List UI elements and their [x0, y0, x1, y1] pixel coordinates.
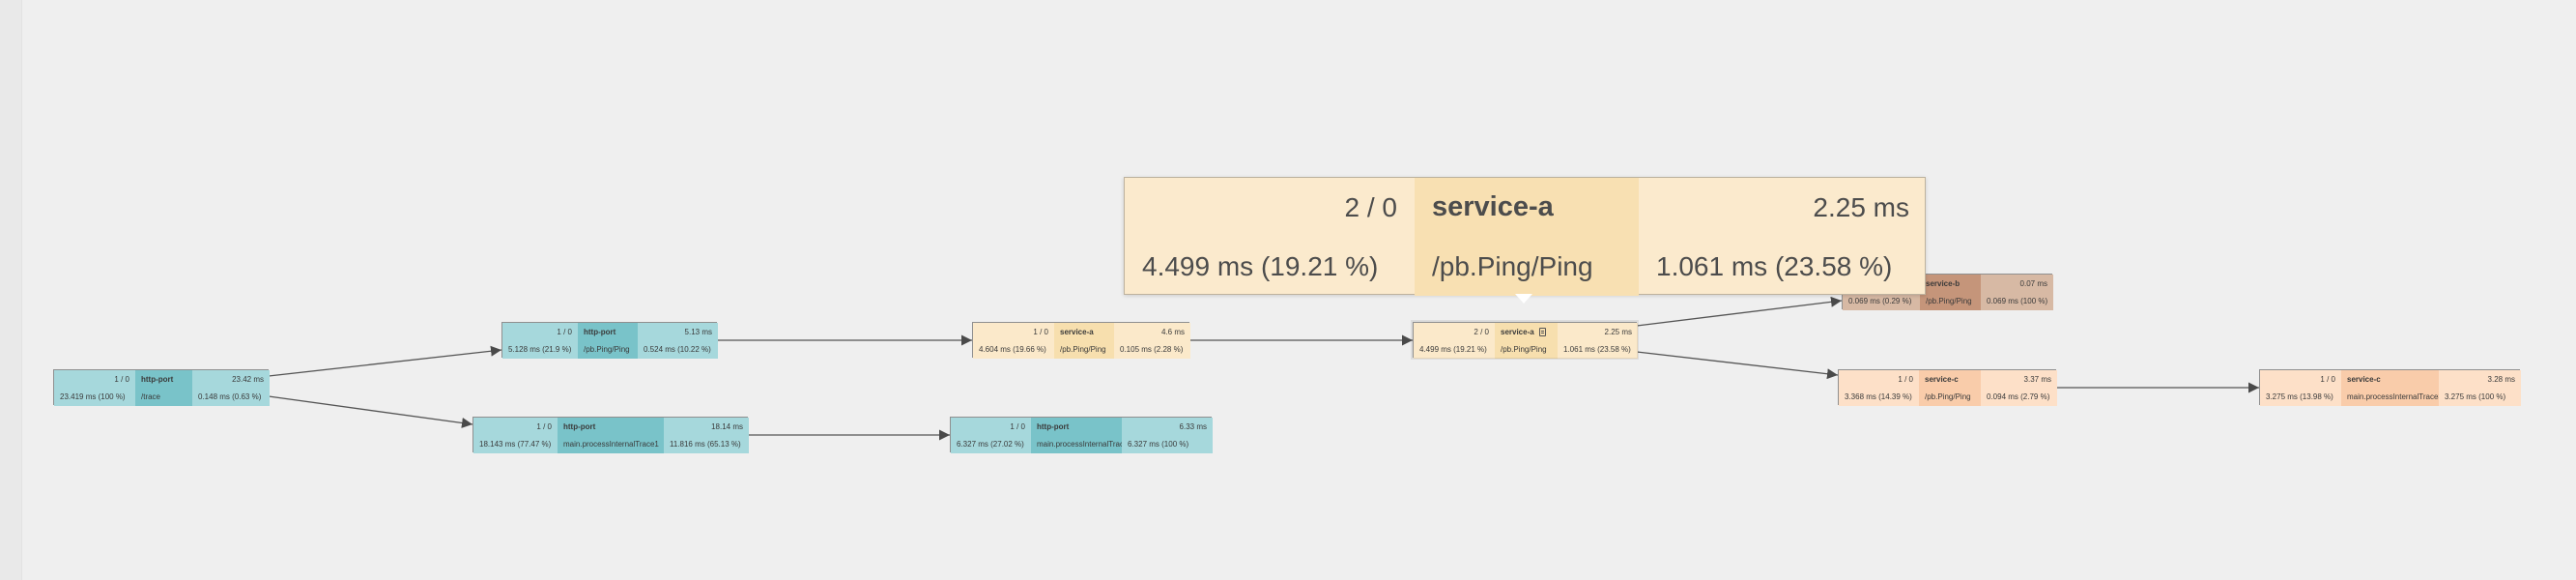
node-service-name: service-a [1495, 323, 1558, 340]
node-tooltip: 2 / 0 service-a 2.25 ms 4.499 ms (19.21 … [1124, 177, 1926, 296]
node-total-duration: 3.275 ms (13.98 %) [2260, 388, 2341, 406]
tooltip-avg-duration: 2.25 ms [1813, 191, 1909, 222]
span-node-internal-trace3[interactable]: 1 / 0 service-c 3.28 ms 3.275 ms (13.98 … [2259, 369, 2521, 406]
node-count: 2 / 0 [1414, 323, 1495, 340]
node-count: 1 / 0 [502, 323, 578, 340]
node-operation-name: /pb.Ping/Ping [578, 340, 638, 359]
edge-service-a-to-service-c [1636, 351, 1839, 380]
node-self-time: 0.524 ms (10.22 %) [638, 340, 718, 359]
node-service-name: service-c [1919, 370, 1981, 388]
node-count: 1 / 0 [2260, 370, 2341, 388]
node-self-time: 0.069 ms (100 %) [1981, 292, 2053, 310]
node-self-time: 0.148 ms (0.63 %) [192, 388, 270, 406]
tooltip-operation-name: /pb.Ping/Ping [1415, 237, 1639, 296]
node-avg-duration: 3.28 ms [2439, 370, 2521, 388]
node-self-time: 3.275 ms (100 %) [2439, 388, 2521, 406]
node-avg-duration: 6.33 ms [1122, 418, 1213, 435]
node-count: 1 / 0 [1839, 370, 1919, 388]
tooltip-self-time: 1.061 ms (23.58 %) [1656, 250, 1893, 281]
node-service-name: http-port [558, 418, 664, 435]
node-total-duration: 0.069 ms (0.29 %) [1843, 292, 1920, 310]
edge-service-a-to-service-b [1636, 296, 1843, 327]
node-total-duration: 18.143 ms (77.47 %) [473, 435, 558, 453]
node-avg-duration: 5.13 ms [638, 323, 718, 340]
span-node-internal-trace1[interactable]: 1 / 0 http-port 18.14 ms 18.143 ms (77.4… [472, 417, 749, 453]
node-avg-duration: 0.07 ms [1981, 275, 2053, 292]
node-total-duration: 6.327 ms (27.02 %) [951, 435, 1031, 453]
tooltip-caret [1515, 294, 1532, 304]
node-count: 1 / 0 [54, 370, 135, 388]
span-node-internal-trace2[interactable]: 1 / 0 http-port 6.33 ms 6.327 ms (27.02 … [950, 417, 1213, 453]
node-self-time: 11.816 ms (65.13 %) [664, 435, 749, 453]
node-count: 1 / 0 [951, 418, 1031, 435]
node-self-time: 0.094 ms (2.79 %) [1981, 388, 2057, 406]
node-avg-duration: 23.42 ms [192, 370, 270, 388]
tooltip-total-duration: 4.499 ms (19.21 %) [1142, 250, 1379, 281]
node-service-name: service-c [2341, 370, 2439, 388]
node-operation-name: /pb.Ping/Ping [1054, 340, 1114, 359]
node-operation-name: /pb.Ping/Ping [1919, 388, 1981, 406]
span-node-service-c-ping[interactable]: 1 / 0 service-c 3.37 ms 3.368 ms (14.39 … [1838, 369, 2057, 406]
node-total-duration: 23.419 ms (100 %) [54, 388, 135, 406]
span-node-trace[interactable]: 1 / 0 http-port 23.42 ms 23.419 ms (100 … [53, 369, 270, 406]
node-count: 1 / 0 [473, 418, 558, 435]
node-total-duration: 3.368 ms (14.39 %) [1839, 388, 1919, 406]
node-avg-duration: 2.25 ms [1558, 323, 1638, 340]
left-rail [0, 0, 22, 580]
node-operation-name: main.processInternalTrace3 [2341, 388, 2439, 406]
node-service-name: http-port [578, 323, 638, 340]
span-node-service-a-focused[interactable]: 2 / 0 service-a 2.25 ms 4.499 ms (19.21 … [1411, 320, 1639, 360]
node-total-duration: 4.604 ms (19.66 %) [973, 340, 1054, 359]
node-total-duration: 4.499 ms (19.21 %) [1414, 340, 1495, 359]
node-self-time: 6.327 ms (100 %) [1122, 435, 1213, 453]
node-total-duration: 5.128 ms (21.9 %) [502, 340, 578, 359]
node-avg-duration: 4.6 ms [1114, 323, 1190, 340]
copy-icon[interactable] [1538, 327, 1546, 336]
node-service-name: http-port [1031, 418, 1122, 435]
tooltip-count: 2 / 0 [1344, 191, 1397, 222]
node-self-time: 0.105 ms (2.28 %) [1114, 340, 1190, 359]
node-count: 1 / 0 [973, 323, 1054, 340]
span-node-http-port-ping[interactable]: 1 / 0 http-port 5.13 ms 5.128 ms (21.9 %… [501, 322, 718, 359]
node-self-time: 1.061 ms (23.58 %) [1558, 340, 1638, 359]
edge-trace-to-ping [268, 345, 502, 377]
node-service-name: service-b [1920, 275, 1981, 292]
node-operation-name: main.processInternalTrace1 [558, 435, 664, 453]
span-node-service-a-ping[interactable]: 1 / 0 service-a 4.6 ms 4.604 ms (19.66 %… [972, 322, 1190, 359]
node-avg-duration: 18.14 ms [664, 418, 749, 435]
node-operation-name: /pb.Ping/Ping [1920, 292, 1981, 310]
node-service-name: http-port [135, 370, 192, 388]
node-service-name: service-a [1054, 323, 1114, 340]
node-operation-name: /trace [135, 388, 192, 406]
edge-trace-to-internal-trace1 [268, 395, 473, 428]
node-avg-duration: 3.37 ms [1981, 370, 2057, 388]
tooltip-service-name: service-a [1415, 178, 1639, 237]
node-operation-name: /pb.Ping/Ping [1495, 340, 1558, 359]
node-operation-name: main.processInternalTrace2 [1031, 435, 1122, 453]
